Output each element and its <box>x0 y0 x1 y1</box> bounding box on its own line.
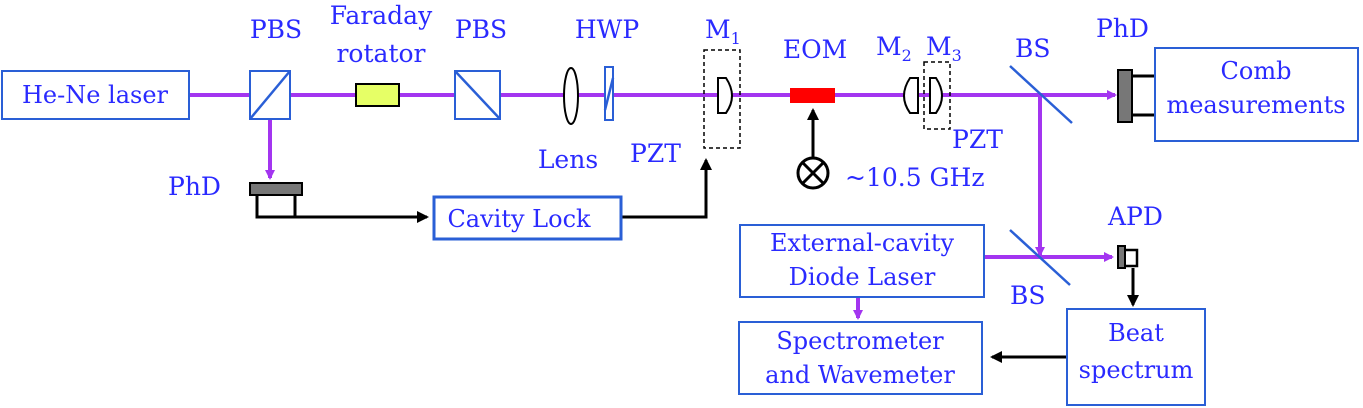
comb-measurements-box <box>1154 47 1359 142</box>
pbs-1-label: PBS <box>250 15 302 44</box>
faraday-label-line2: rotator <box>336 39 425 68</box>
eom: EOM ~10.5 GHz <box>783 35 985 192</box>
signal-wires <box>295 108 1139 363</box>
cavity-lock: Cavity Lock <box>432 195 623 241</box>
faraday-label-line1: Faraday <box>330 1 433 30</box>
beat-label-line1: Beat <box>1108 319 1164 347</box>
bs-top-label: BS <box>1015 34 1051 63</box>
spectrometer: Spectrometer and Wavemeter <box>738 321 983 395</box>
photodiode-left: PhD <box>168 172 303 219</box>
spectrometer-label-line2: and Wavemeter <box>765 361 955 389</box>
m2-mirror-element <box>903 77 919 114</box>
ecdl-label-line2: Diode Laser <box>789 263 936 291</box>
hene-laser: He-Ne laser <box>1 70 190 120</box>
comb-measurements: Comb measurements <box>1154 47 1359 142</box>
cavity-lock-to-pzt-wire <box>622 158 712 219</box>
lens-label: Lens <box>538 145 598 174</box>
phd-left-leads <box>255 195 297 219</box>
beat-spectrum: Beat spectrum <box>1066 308 1206 406</box>
apd-label: APD <box>1107 202 1163 231</box>
mirror-m3: M3 PZT <box>923 32 1003 154</box>
lens: Lens <box>538 67 598 174</box>
phd-top-label: PhD <box>1096 14 1149 43</box>
cavity-lock-label: Cavity Lock <box>447 205 591 233</box>
hwp-label: HWP <box>575 15 639 44</box>
m1-label: M1 <box>705 15 741 48</box>
apd-leads <box>1125 248 1139 268</box>
ecdl-label-line1: External-cavity <box>770 229 955 257</box>
comb-label-line2: measurements <box>1166 91 1345 119</box>
pbs-2-label: PBS <box>455 15 507 44</box>
bs-bottom-element <box>1009 229 1071 286</box>
pzt-right-label: PZT <box>952 125 1003 154</box>
phd-left-label: PhD <box>168 172 221 201</box>
mirror-m1: M1 PZT <box>630 15 741 168</box>
photodiode-top: PhD <box>1096 14 1155 123</box>
spectrometer-box <box>738 321 983 395</box>
ecdl-box <box>739 224 985 298</box>
phd-left-body <box>249 182 303 196</box>
hwp: HWP <box>575 15 639 121</box>
frequency-label: ~10.5 GHz <box>845 163 985 192</box>
hene-laser-box <box>1 70 190 120</box>
pbs-2-diagonal <box>454 70 501 120</box>
phd-top-body <box>1117 69 1133 123</box>
m3-mirror-element <box>929 77 943 114</box>
pbs-2: PBS <box>454 15 507 120</box>
cavity-lock-box <box>432 195 623 241</box>
m3-label: M3 <box>926 32 962 65</box>
beat-label-line2: spectrum <box>1079 356 1194 384</box>
rf-source-cross-2 <box>800 160 826 186</box>
rf-source <box>796 156 830 190</box>
m2-label: M2 <box>876 32 912 65</box>
comb-label-line1: Comb <box>1221 57 1292 85</box>
faraday-rotator-element <box>355 83 400 107</box>
lens-element <box>563 67 579 125</box>
beam-splitter-top: BS <box>1009 34 1073 124</box>
m3-pzt-mount <box>923 61 951 130</box>
eom-element <box>790 88 835 103</box>
hwp-slash <box>603 77 615 111</box>
bs-bottom-label: BS <box>1010 281 1046 310</box>
eom-label: EOM <box>783 35 847 64</box>
hene-laser-label: He-Ne laser <box>22 81 169 109</box>
pbs-1-diagonal <box>249 70 291 120</box>
mirror-m2: M2 <box>876 32 919 114</box>
bs-top-element <box>1009 65 1073 124</box>
beam-splitter-bottom: BS <box>1009 229 1071 310</box>
pbs-1: PBS <box>249 15 302 120</box>
apd: APD <box>1107 202 1163 269</box>
beat-spectrum-box <box>1066 308 1206 406</box>
apd-body <box>1117 245 1126 269</box>
faraday-rotator: Faraday rotator <box>330 1 433 107</box>
spectrometer-label-line1: Spectrometer <box>776 327 944 355</box>
m1-mirror-element <box>717 77 733 114</box>
m1-pzt-mount <box>703 49 741 149</box>
ecdl: External-cavity Diode Laser <box>739 224 985 298</box>
pzt-left-label: PZT <box>630 139 681 168</box>
